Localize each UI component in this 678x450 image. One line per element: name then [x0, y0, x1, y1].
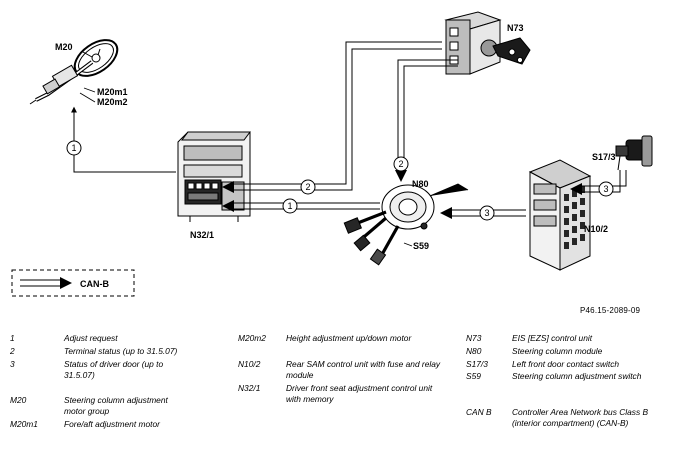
legend-text: Steering column adjustment switch: [512, 371, 642, 381]
svg-text:2: 2: [398, 159, 403, 169]
legend-key: M20: [10, 395, 27, 405]
legend-text: Left front door contact switch: [512, 359, 620, 369]
signal-marker-2-middle: 2: [300, 179, 316, 195]
svg-text:2: 2: [305, 182, 310, 192]
legend-key: M20m2: [238, 333, 266, 343]
signal-marker-2-down: 2: [393, 156, 409, 172]
svg-text:1: 1: [71, 143, 76, 153]
legend-key: CAN B: [466, 407, 492, 417]
svg-text:3: 3: [603, 184, 608, 194]
legend-key: N80: [466, 346, 482, 356]
legend-text: Driver front seat adjustment control uni…: [286, 383, 433, 404]
legend-key: N32/1: [238, 383, 261, 393]
signal-marker-1-upper: 1: [66, 140, 82, 156]
svg-text:1: 1: [287, 201, 292, 211]
door-contact-switch-illustration: [615, 135, 653, 171]
label-M20m1: M20m1: [97, 87, 128, 97]
legend-key: N10/2: [238, 359, 261, 369]
legend-key: 3: [10, 359, 15, 369]
wiring-diagram: M20 M20m1 M20m2 N73 N32/1: [11, 11, 653, 297]
eis-control-unit-illustration: [444, 11, 531, 75]
label-M20: M20: [55, 42, 73, 52]
label-S59: S59: [413, 241, 429, 251]
legend-key: N73: [466, 333, 482, 343]
signal-marker-3-right: 3: [598, 181, 614, 197]
legend-text: Steering column adjustment motor group: [64, 395, 168, 416]
legend-text: Steering column module: [512, 346, 603, 356]
svg-text:3: 3: [484, 208, 489, 218]
rear-sam-control-unit-illustration: [528, 159, 592, 271]
legend-text: Fore/aft adjustment motor: [64, 419, 160, 429]
legend-key: M20m1: [10, 419, 38, 429]
legend-text: Height adjustment up/down motor: [286, 333, 412, 343]
legend-key: S59: [466, 371, 481, 381]
label-M20m2: M20m2: [97, 97, 128, 107]
label-N10-2: N10/2: [584, 224, 608, 234]
label-N32-1: N32/1: [190, 230, 214, 240]
signal-marker-3-middle: 3: [479, 205, 495, 221]
steering-column-illustration: [29, 39, 119, 105]
can-b-key: CAN-B: [11, 269, 135, 297]
signal-line-1-to-steering: [71, 106, 176, 173]
legend-text: Rear SAM control unit with fuse and rela…: [286, 359, 441, 380]
legend-text: Adjust request: [64, 333, 118, 343]
can-b-key-label: CAN-B: [80, 279, 109, 289]
label-N73: N73: [507, 23, 524, 33]
legend-text: Terminal status (up to 31.5.07): [64, 346, 178, 356]
legend-key: 2: [10, 346, 15, 356]
label-S17-3: S17/3: [592, 152, 616, 162]
figure-reference: P46.15-2089-09: [580, 306, 641, 315]
signal-marker-1-middle: 1: [282, 198, 298, 214]
seat-control-unit-illustration: [177, 131, 251, 222]
legend-text: EIS [EZS] control unit: [512, 333, 593, 343]
legend-key: S17/3: [466, 359, 488, 369]
legend-key: 1: [10, 333, 15, 343]
steering-column-module-illustration: [343, 183, 469, 266]
label-N80: N80: [412, 179, 429, 189]
legend-text: Status of driver door (up to 31.5.07): [64, 359, 164, 380]
legend-text: Controller Area Network bus Class B (int…: [512, 407, 649, 428]
